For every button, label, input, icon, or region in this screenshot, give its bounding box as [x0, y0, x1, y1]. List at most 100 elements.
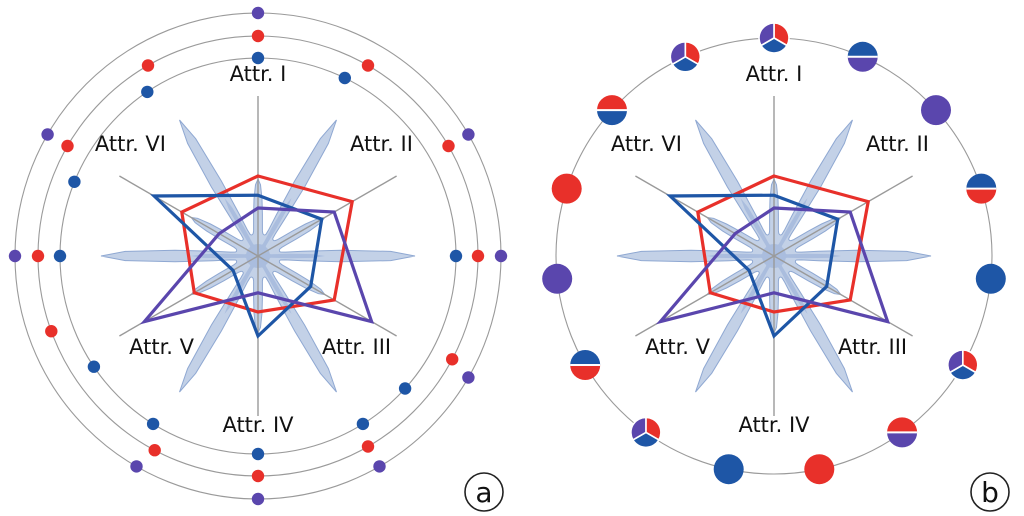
marker-dot-red: [361, 440, 375, 453]
marker-dot-red: [251, 469, 265, 483]
marker-glyph: [975, 263, 1006, 294]
axis-attr-2: [257, 175, 397, 257]
marker-dot-purple: [494, 249, 508, 263]
glyph-segment-purple: [542, 263, 573, 294]
axis-attr-6: [635, 175, 775, 257]
radar-polygon-blue: [150, 193, 324, 339]
marker-glyph: [713, 454, 744, 485]
panel-letter: a: [475, 476, 492, 509]
glyph-segment-red: [887, 417, 918, 433]
glyph-segment-red: [966, 188, 997, 204]
marker-dot-blue: [449, 249, 463, 263]
panel-letter-circle: [464, 472, 504, 512]
marker-dot-red: [446, 353, 459, 366]
marker-glyph: [804, 454, 835, 485]
glyph-segment-blue: [671, 55, 700, 73]
attr-label-4: Attr. IV: [222, 413, 294, 437]
glyph-segment-blue: [570, 350, 601, 365]
glyph-segment-red: [597, 95, 627, 111]
glyph-segment-blue: [847, 41, 878, 57]
glyph-segment-blue: [631, 431, 660, 449]
marker-dot-red: [141, 59, 155, 72]
marker-dot-red: [61, 139, 74, 153]
axis-attr-6: [119, 175, 259, 257]
marker-glyph: [921, 95, 951, 126]
marker-dot-blue: [87, 360, 101, 373]
panel-letter-circle: [970, 472, 1010, 512]
glyph-segment-purple: [758, 22, 775, 47]
marker-dot-red: [148, 444, 161, 457]
glyph-segment-blue: [759, 37, 789, 54]
glyph-segment-blue: [966, 173, 997, 189]
glyph-segment-red: [804, 454, 835, 485]
marker-glyph: [551, 173, 582, 204]
glyph-segment-purple: [947, 349, 964, 374]
marker-dot-red: [45, 325, 58, 338]
glyph-segment-purple: [921, 95, 951, 126]
glyph-segment-red: [570, 365, 601, 380]
marker-dot-blue: [251, 447, 265, 461]
marker-dot-red: [471, 249, 485, 263]
marker-dot-purple: [373, 460, 386, 473]
marker-dot-red: [442, 139, 455, 153]
radar-polygon-red: [696, 174, 871, 314]
glyph-segment-purple: [887, 432, 918, 448]
glyph-segment-purple: [669, 40, 687, 66]
marker-glyph: [847, 41, 878, 72]
marker-dot-blue: [68, 175, 81, 188]
panel-letter: b: [981, 476, 999, 509]
marker-glyph: [758, 22, 790, 54]
marker-dot-purple: [462, 371, 475, 384]
glyph-segment-blue: [713, 454, 744, 485]
glyph-segment-purple: [630, 416, 647, 441]
glyph-segment-red: [551, 173, 582, 204]
attr-label-2: Attr. II: [350, 132, 413, 156]
attr-label-1: Attr. I: [230, 62, 287, 86]
marker-dot-blue: [338, 71, 351, 85]
glyph-segment-blue: [948, 364, 977, 381]
marker-dot-purple: [462, 128, 475, 141]
marker-glyph: [669, 40, 702, 73]
attr-label-5: Attr. V: [129, 335, 195, 359]
marker-glyph: [887, 417, 918, 448]
radar-polygon-blue: [666, 193, 840, 339]
attr-label-1: Attr. I: [746, 62, 803, 86]
attr-label-5: Attr. V: [645, 335, 711, 359]
marker-dot-blue: [398, 382, 412, 395]
panel-a: Attr. I Attr. II Attr. III Attr. IV Attr. V A…: [8, 6, 508, 512]
glyph-segment-blue: [975, 263, 1006, 294]
marker-dot-blue: [251, 51, 265, 65]
attr-label-3: Attr. III: [838, 335, 907, 359]
marker-dot-red: [251, 29, 265, 43]
marker-dot-red: [361, 59, 375, 72]
marker-glyph: [966, 173, 997, 204]
marker-glyph: [630, 416, 662, 449]
marker-dot-blue: [356, 417, 370, 431]
glyph-segment-blue: [597, 110, 627, 126]
marker-dot-purple: [251, 6, 265, 20]
marker-dot-purple: [130, 460, 143, 473]
radar-polygon-red: [180, 174, 355, 314]
marker-dot-purple: [251, 492, 265, 506]
radar-polygon-purple: [655, 206, 891, 325]
axis-attr-2: [773, 175, 913, 257]
marker-dot-purple: [8, 249, 22, 263]
marker-dot-blue: [146, 417, 160, 431]
marker-glyph: [570, 350, 601, 380]
marker-glyph: [542, 263, 573, 294]
marker-glyph: [597, 95, 627, 126]
marker-dot-blue: [53, 249, 67, 263]
glyph-segment-purple: [847, 56, 878, 72]
radar-polygon-purple: [139, 206, 375, 325]
attr-label-4: Attr. IV: [738, 413, 810, 437]
attr-label-2: Attr. II: [866, 132, 929, 156]
attr-label-3: Attr. III: [322, 335, 391, 359]
marker-dot-purple: [41, 128, 54, 141]
attr-label-6: Attr. VI: [95, 132, 166, 156]
attr-label-6: Attr. VI: [611, 132, 682, 156]
panel-b: Attr. I Attr. II Attr. III Attr. IV Attr. V A…: [542, 22, 1010, 512]
marker-dot-red: [31, 249, 45, 263]
marker-glyph: [947, 349, 979, 381]
marker-dot-blue: [141, 85, 154, 99]
